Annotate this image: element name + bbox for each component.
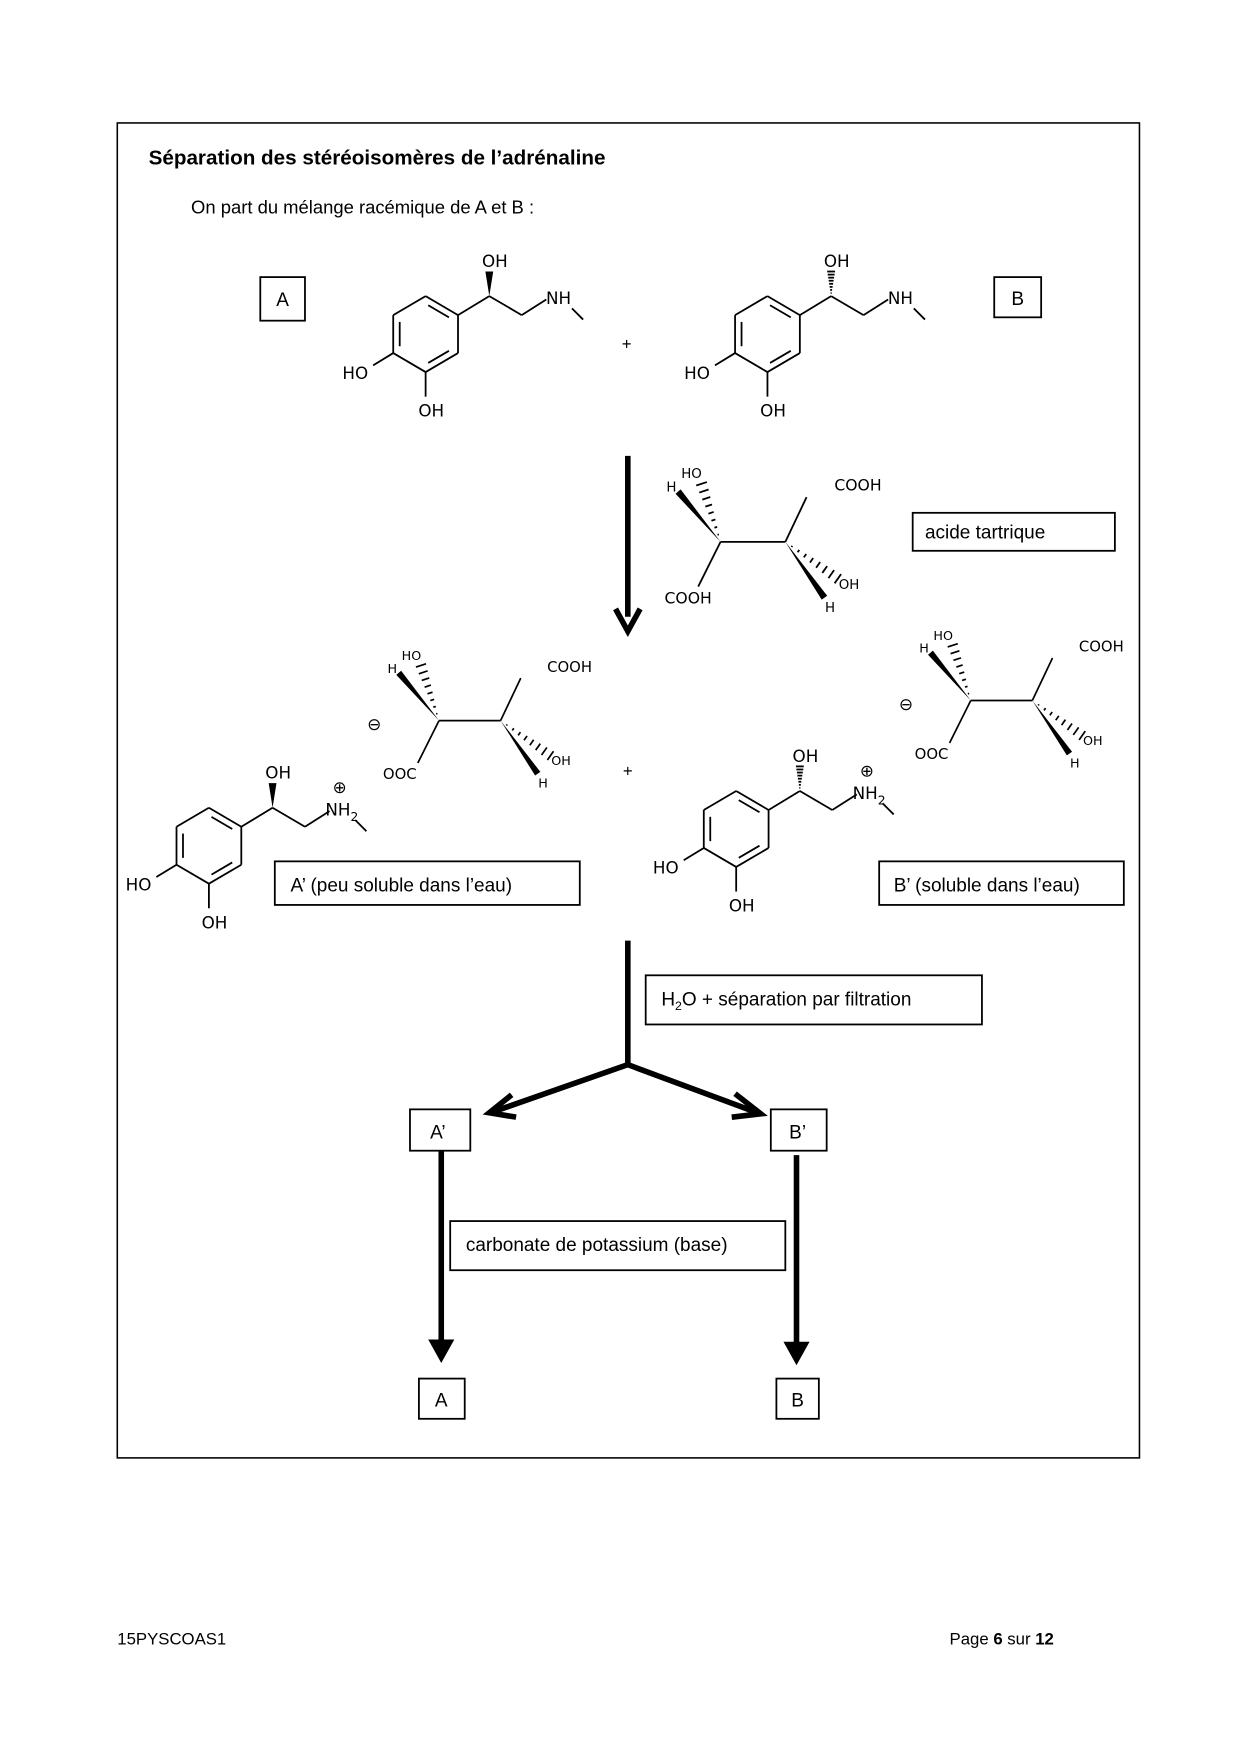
negative-charge-icon: ⊖ [367, 715, 381, 735]
positive-charge-icon: ⊕ [860, 760, 874, 780]
atom-label-oh: OH [793, 746, 819, 766]
atom-label-h: H [1070, 756, 1080, 771]
label-box-A-final: A [418, 1377, 466, 1420]
atom-label-h: H [538, 776, 548, 791]
atom-label-oh: OH [551, 754, 571, 769]
molecule-A: OH HO OH NH [342, 251, 584, 421]
atom-label-ho: HO [933, 629, 953, 644]
base-arrows [428, 1150, 810, 1366]
atom-label-oh: OH [418, 401, 444, 421]
footer-code: 15PYSCOAS1 [117, 1629, 226, 1648]
label-box-salt-A: A’ (peu soluble dans l’eau) [273, 860, 581, 906]
atom-label-oh: OH [839, 578, 860, 593]
atom-label-ho: HO [402, 649, 422, 664]
svg-text:A: A [276, 290, 289, 311]
atom-label-ho: HO [681, 467, 702, 482]
svg-text:carbonate de potassium (base): carbonate de potassium (base) [466, 1235, 728, 1256]
wedge-bond [675, 489, 721, 542]
atom-label-ooc: OOC [383, 765, 417, 783]
atom-label-ho: HO [126, 874, 152, 894]
atom-label-h: H [666, 481, 676, 496]
molecule-B-prime-adrenalinium: OH HO OH NH2 ⊕ [653, 746, 895, 916]
wedge-bond [268, 783, 277, 808]
svg-text:B: B [1011, 289, 1024, 310]
atom-label-oh: OH [760, 401, 786, 421]
atom-label-h: H [919, 642, 929, 657]
page-title: Séparation des stéréoisomères de l’adrén… [149, 146, 606, 169]
svg-text:B’: B’ [789, 1122, 806, 1143]
label-box-filtration: H2O + séparation par filtration [644, 974, 983, 1026]
reaction-arrow [613, 455, 643, 638]
label-box-A-prime: A’ [409, 1108, 472, 1152]
molecule-tartaric-acid: H HO COOH H OH COOH [665, 467, 882, 616]
atom-label-nh2: NH2 [853, 783, 886, 808]
atom-label-ho: HO [684, 363, 710, 383]
atom-label-nh2: NH2 [325, 800, 358, 825]
atom-label-cooh: COOH [665, 588, 712, 607]
svg-text:A: A [435, 1391, 448, 1412]
atom-label-nh: NH [546, 288, 571, 308]
atom-label-oh: OH [265, 763, 291, 783]
label-box-A: A [259, 276, 306, 322]
wedge-bond [500, 720, 541, 776]
svg-text:H2O + séparation par filtratio: H2O + séparation par filtration [661, 989, 911, 1012]
label-box-base: carbonate de potassium (base) [449, 1220, 787, 1272]
svg-text:B: B [791, 1391, 804, 1412]
label-box-B-final: B [775, 1377, 820, 1420]
molecule-B: OH HO OH NH [684, 251, 926, 421]
atom-label-oh: OH [824, 251, 850, 271]
svg-text:A’: A’ [430, 1122, 445, 1143]
atom-label-ho: HO [342, 363, 368, 383]
separation-arrows [482, 940, 768, 1120]
wedge-bond [928, 650, 971, 701]
plus-sign: + [622, 335, 632, 354]
molecule-A-prime-adrenalinium: OH HO OH NH2 ⊕ [126, 763, 368, 932]
label-box-salt-B: B’ (soluble dans l’eau) [878, 860, 1125, 906]
atom-label-oh: OH [202, 912, 228, 932]
atom-label-ooc: OOC [915, 745, 949, 763]
atom-label-cooh: COOH [1079, 638, 1124, 656]
negative-charge-icon: ⊖ [899, 695, 913, 715]
atom-label-oh: OH [482, 251, 508, 271]
molecule-structures: OHHOOHNHOHHOOHNHHHOCOOHHOHCOOHOHHOOHNH2⊕… [126, 251, 1124, 932]
wedge-bond [485, 271, 494, 297]
wedge-bond [396, 670, 440, 721]
intro-text: On part du mélange racémique de A et B : [191, 196, 534, 217]
atom-label-cooh: COOH [834, 475, 881, 494]
label-box-B: B [993, 276, 1043, 319]
label-box-tartaric-acid: acide tartrique [911, 511, 1116, 552]
atom-label-nh: NH [888, 288, 913, 308]
label-box-B-prime: B’ [769, 1108, 828, 1152]
wedge-bond [785, 541, 828, 600]
atom-label-h: H [825, 601, 835, 616]
atom-label-oh: OH [729, 896, 755, 916]
atom-label-ho: HO [653, 858, 679, 878]
atom-label-cooh: COOH [547, 658, 592, 676]
plus-sign: + [623, 761, 633, 780]
atom-label-oh: OH [1083, 734, 1103, 749]
footer-page-number: Page 6 sur 12 [950, 1629, 1054, 1648]
positive-charge-icon: ⊕ [333, 777, 347, 797]
wedge-bond [1032, 700, 1073, 756]
svg-text:B’ (soluble dans l’eau): B’ (soluble dans l’eau) [894, 876, 1080, 897]
svg-text:A’ (peu soluble dans l’eau): A’ (peu soluble dans l’eau) [290, 876, 512, 897]
content-frame [116, 122, 1141, 1459]
atom-label-h: H [388, 662, 398, 677]
svg-text:acide tartrique: acide tartrique [925, 523, 1045, 544]
